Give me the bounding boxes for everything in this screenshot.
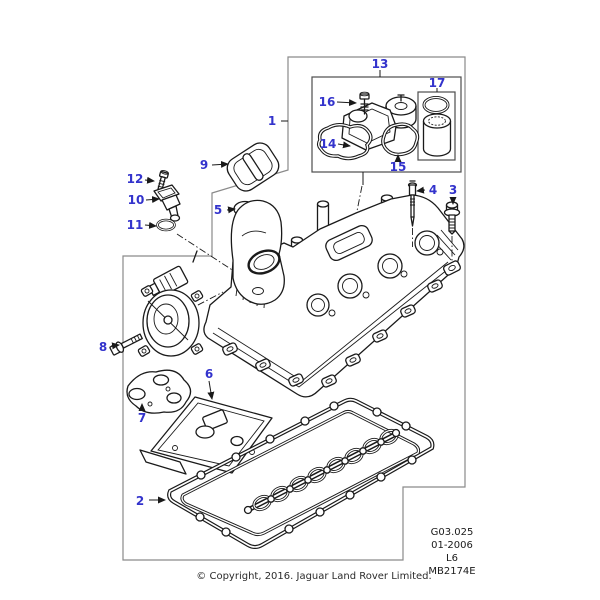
callout-2[interactable]: 2 bbox=[136, 494, 144, 508]
valve-cover-drawing bbox=[203, 194, 465, 398]
info-group-code: G03.025 bbox=[430, 527, 474, 538]
callout-3[interactable]: 3 bbox=[449, 183, 457, 197]
callout-7[interactable]: 7 bbox=[138, 411, 146, 425]
info-date-range: 01-2006 bbox=[431, 540, 473, 551]
stud-4-drawing bbox=[407, 180, 418, 247]
info-drawing-ref: MB2174E bbox=[428, 566, 476, 577]
bolt-12-drawing bbox=[157, 170, 169, 191]
callout-1[interactable]: 1 bbox=[268, 114, 276, 128]
callout-labels: 1 2 3 4 5 6 7 8 9 10 11 12 13 14 15 16 1… bbox=[99, 57, 457, 508]
bolt-16-drawing bbox=[359, 91, 370, 115]
o-ring-11-drawing bbox=[156, 218, 176, 232]
filter-element-drawing bbox=[422, 113, 452, 157]
gasket-15-drawing bbox=[381, 122, 420, 157]
callout-6[interactable]: 6 bbox=[205, 367, 213, 381]
callout-12[interactable]: 12 bbox=[127, 172, 144, 186]
callout-13[interactable]: 13 bbox=[372, 57, 389, 71]
callout-14[interactable]: 14 bbox=[320, 137, 337, 151]
callout-9[interactable]: 9 bbox=[200, 158, 208, 172]
copyright-notice: © Copyright, 2016. Jaguar Land Rover Lim… bbox=[196, 571, 432, 582]
filler-cap-drawing bbox=[226, 142, 280, 192]
callout-10[interactable]: 10 bbox=[128, 193, 145, 207]
o-ring-17-drawing bbox=[422, 96, 450, 114]
camshaft-sensor-drawing bbox=[153, 184, 181, 222]
leader-lines bbox=[110, 70, 457, 504]
throttle-body-drawing bbox=[137, 250, 204, 357]
callout-15[interactable]: 15 bbox=[390, 160, 407, 174]
callout-17[interactable]: 17 bbox=[429, 76, 446, 90]
inset-box-13 bbox=[311, 76, 462, 173]
callout-8[interactable]: 8 bbox=[99, 340, 107, 354]
cover-gasket-drawing bbox=[167, 397, 435, 549]
callout-5[interactable]: 5 bbox=[214, 203, 222, 217]
gasket-7-drawing bbox=[126, 369, 192, 414]
info-panel: G03.025 01-2006 L6 MB2174E bbox=[392, 526, 512, 578]
callout-16[interactable]: 16 bbox=[319, 95, 336, 109]
gasket-14-drawing bbox=[316, 123, 373, 161]
callout-11[interactable]: 11 bbox=[127, 218, 144, 232]
info-engine: L6 bbox=[446, 553, 458, 564]
callout-4[interactable]: 4 bbox=[429, 183, 437, 197]
